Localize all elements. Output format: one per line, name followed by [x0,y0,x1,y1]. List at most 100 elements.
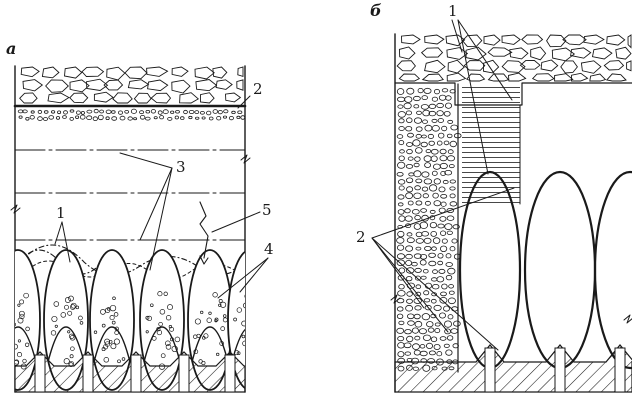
ore-particle [104,341,111,347]
ore-particle [174,336,181,343]
ore-particle [233,317,237,322]
pebble [411,327,419,334]
pebble [444,169,453,176]
pebble [439,336,447,341]
pebble [216,115,222,121]
pebble [398,140,405,146]
ore-particle [63,358,70,365]
ore-particle [110,343,117,350]
pebble [425,149,432,154]
rock-fragment [133,92,152,104]
pebble [445,274,453,281]
pebble [445,253,452,259]
pebble [413,349,421,356]
pebble [432,163,441,170]
ore-particle [156,327,161,332]
label-5: 5 [262,201,272,219]
pebble [415,284,422,290]
pebble [404,223,412,229]
pebble [397,342,405,349]
pebble [420,208,428,213]
pebble [431,118,438,123]
pebble [86,109,93,114]
pebble [414,320,423,328]
ore-particle [78,315,83,321]
ore-particle [165,315,172,321]
pebble [424,162,432,169]
pebble [421,186,429,192]
pebble [420,275,427,280]
rock-fragment [179,92,200,104]
pebble [399,149,405,154]
pebble [428,140,435,146]
rock-fragment [546,34,567,48]
drawpoint-opening [554,347,566,393]
pebble [240,115,246,120]
pebble [405,110,412,116]
rock-fragment [212,66,228,79]
pebble [25,117,30,121]
pebble [414,267,422,273]
ore-particle [218,299,223,303]
pebble [428,110,437,117]
ore-particle [167,304,173,311]
rock-fragment [93,91,114,103]
ore-particle [250,329,253,332]
pebble [432,192,439,199]
pebble [446,335,454,341]
pebble [217,110,223,115]
rock-fragment [463,60,486,71]
pebble [397,335,405,342]
pebble [403,342,412,349]
pebble [446,207,455,213]
rock-fragment [398,46,416,60]
pebble [398,126,405,131]
pebble [426,321,434,328]
draw-ellipse [523,170,597,370]
pebble [439,155,448,162]
rock-fragment [401,34,421,45]
rock-fragment [146,66,169,77]
pebble [413,253,422,259]
ore-particle [70,302,77,309]
ore-particle [168,325,173,329]
rock-fragment [531,73,555,82]
pebble [397,161,406,169]
pebble [413,162,420,168]
pebble [431,277,438,282]
pebble [423,290,430,296]
pebble [441,238,448,244]
ore-particle [247,364,252,369]
ore-particle [64,304,69,310]
pebble [444,102,452,109]
pebble [449,193,456,199]
wall-break-mark [623,314,632,324]
pebble [415,238,424,244]
pebble [405,245,414,252]
pebble [437,260,444,266]
pebble [423,178,433,185]
pebble [424,124,433,132]
pebble [75,115,80,119]
pebble [231,110,236,115]
pebble [417,88,424,94]
ore-particle [219,341,225,346]
rock-fragment [465,46,487,61]
rock-fragment [483,59,500,74]
pebble [405,304,414,312]
pebble [405,253,413,260]
drawpoint-opening [224,354,236,393]
ore-particle [53,301,60,307]
pebble [206,110,212,116]
ore-particle [64,297,71,303]
ore-particle [222,314,227,318]
pebble [406,267,415,274]
pebble [448,284,455,289]
pebble [428,252,436,258]
pebble [153,116,158,120]
ore-particle [54,324,58,328]
pebble [428,350,436,356]
panel-b-leaders [371,19,515,351]
pebble [237,110,243,114]
